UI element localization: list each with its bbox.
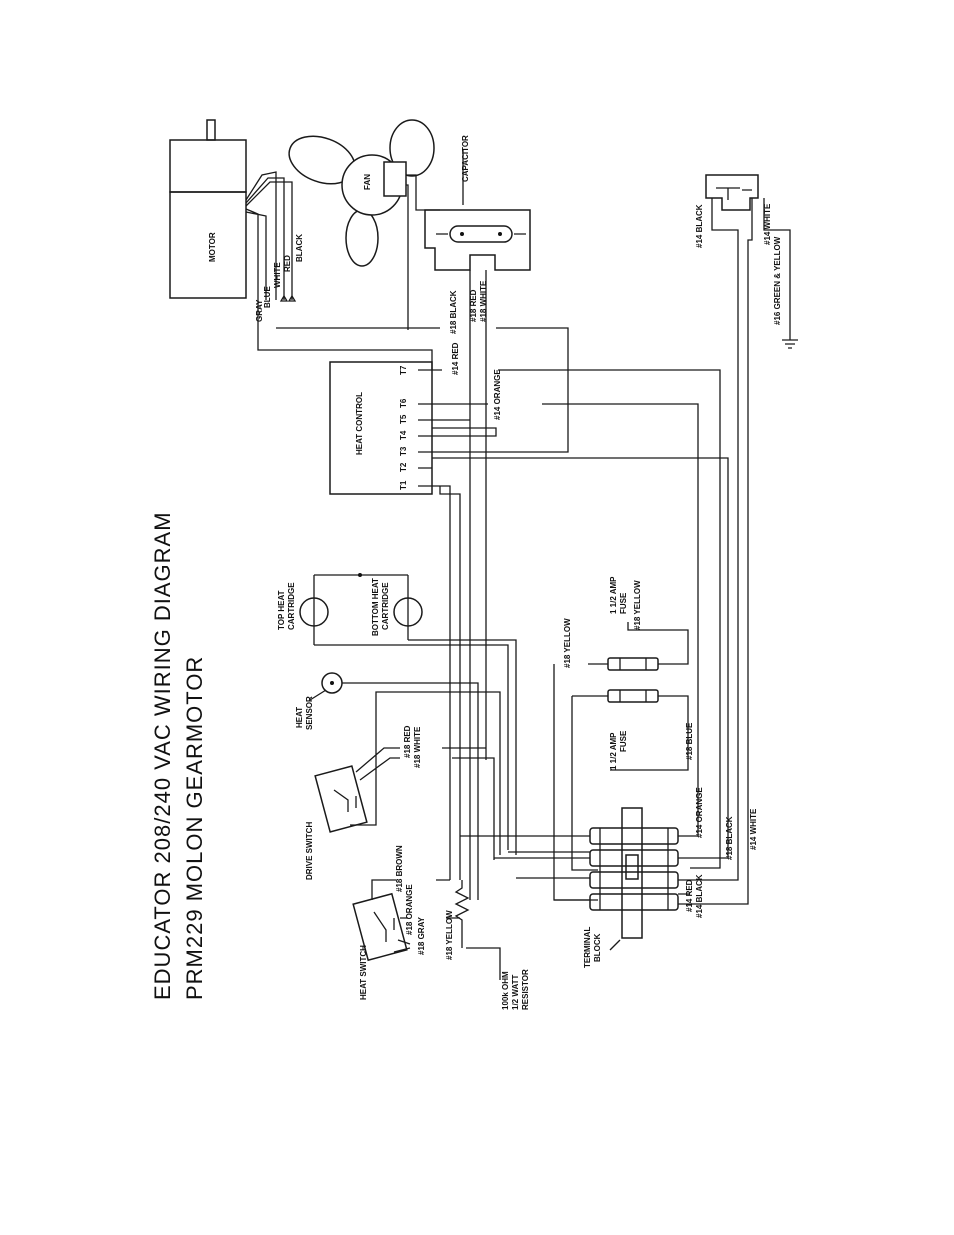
fuse1-label2: FUSE [619, 592, 628, 614]
motor-label: MOTOR [208, 232, 217, 262]
wire-white14-plug: #14 WHITE [763, 203, 772, 245]
fan: FAN [288, 119, 440, 330]
drive-switch-label: DRIVE SWITCH [305, 822, 314, 880]
bottom-heat-label2: CARTRIDGE [381, 582, 390, 630]
wire-orange14-t6: #14 ORANGE [493, 369, 502, 420]
capacitor: CAPACITOR [424, 135, 531, 271]
heat-switch-label: HEAT SWITCH [359, 945, 368, 1000]
wire-white18-drive: #18 WHITE [413, 726, 422, 768]
lead-black: BLACK [295, 234, 304, 262]
wire-blue18-fuse2: #18 BLUE [685, 722, 694, 760]
heat-switch: #18 BROWN #18 ORANGE #18 GRAY #18 YELLOW… [352, 845, 501, 1000]
terminal-t2: T2 [399, 462, 408, 472]
title-line1: EDUCATOR 208/240 VAC WIRING DIAGRAM [150, 511, 175, 1000]
fuse2-label1: 1 1/2 AMP [609, 732, 618, 770]
terminal-t1: T1 [399, 480, 408, 490]
wire-black18-tb: #18 BLACK [725, 816, 734, 860]
top-heat-label2: CARTRIDGE [287, 582, 296, 630]
wire-red18-drive: #18 RED [403, 725, 412, 758]
terminal-block-label2: BLOCK [593, 933, 602, 962]
lead-gray: GRAY [255, 299, 264, 322]
lead-blue: BLUE [263, 286, 272, 308]
top-heat-label1: TOP HEAT [277, 590, 286, 630]
wire-brown18: #18 BROWN [395, 845, 404, 892]
fan-label: FAN [363, 174, 372, 190]
upper-wiring: #18 BLACK #14 RED #14 ORANGE [257, 290, 729, 900]
wire-red14-t7: #14 RED [451, 342, 460, 375]
wire-black18-top: #18 BLACK [449, 290, 458, 334]
resistor: 100k OHM 1/2 WATT RESISTOR [454, 880, 530, 1010]
wire-orange14-tb: #14 ORANGE [695, 787, 704, 838]
lead-white: WHITE [273, 262, 282, 288]
motor: MOTOR [169, 119, 297, 302]
wire-white14-tb: #14 WHITE [749, 808, 758, 850]
fuses: #18 YELLOW #18 YELLOW 1 1/2 AMP FUSE 1 1… [553, 576, 694, 901]
wire-orange18: #18 ORANGE [405, 884, 414, 935]
terminal-block-label1: TERMINAL [583, 927, 592, 968]
wire-gray18: #18 GRAY [417, 916, 426, 955]
diagram-title: EDUCATOR 208/240 VAC WIRING DIAGRAM PRM2… [150, 511, 207, 1000]
power-plug: #14 BLACK #14 WHITE #16 GREEN & YELLOW [695, 174, 798, 880]
wire-red18-cap: #18 RED [469, 289, 478, 322]
terminal-block: TERMINAL BLOCK #14 ORANGE #18 BLACK #14 … [460, 787, 758, 968]
wire-yellow18-fuse1b: #18 YELLOW [633, 580, 642, 630]
heat-sensor-label2: SENSOR [305, 696, 314, 730]
heat-sensor: HEAT SENSOR [295, 672, 479, 900]
lead-red: RED [283, 255, 292, 272]
wire-ground: #16 GREEN & YELLOW [773, 236, 782, 325]
bottom-heat-label1: BOTTOM HEAT [371, 578, 380, 636]
wire-white18-cap: #18 WHITE [479, 280, 488, 322]
capacitor-wires: #18 RED #18 WHITE [469, 270, 488, 330]
resistor-label1: 100k OHM [501, 971, 510, 1010]
motor-leads: GRAY BLUE WHITE RED BLACK [255, 234, 304, 322]
heat-control: HEAT CONTROL T1 T2 T3 T4 T5 T6 T7 [329, 361, 433, 495]
fuse1-label1: 1 1/2 AMP [609, 576, 618, 614]
drive-switch: #18 RED #18 WHITE DRIVE SWITCH [305, 691, 501, 880]
resistor-label3: RESISTOR [521, 969, 530, 1010]
fuse2-label2: FUSE [619, 730, 628, 752]
heat-cartridges: TOP HEAT CARTRIDGE BOTTOM HEAT CARTRIDGE [277, 573, 517, 855]
capacitor-label: CAPACITOR [461, 135, 470, 182]
wire-yellow18-hs: #18 YELLOW [445, 910, 454, 960]
heat-sensor-label1: HEAT [295, 707, 304, 728]
terminal-t3: T3 [399, 446, 408, 456]
title-line2: PRM229 MOLON GEARMOTOR [182, 656, 207, 1000]
terminal-t4: T4 [399, 430, 408, 440]
wire-red14-tb: #14 RED [685, 879, 694, 912]
heat-control-label: HEAT CONTROL [355, 392, 364, 455]
wire-black14-tb: #14 BLACK [695, 874, 704, 918]
wire-yellow18-fuse1: #18 YELLOW [563, 618, 572, 668]
terminal-t6: T6 [399, 398, 408, 408]
wire-black14-plug: #14 BLACK [695, 204, 704, 248]
terminal-t7: T7 [399, 365, 408, 375]
resistor-label2: 1/2 WATT [511, 974, 520, 1010]
terminal-t5: T5 [399, 414, 408, 424]
